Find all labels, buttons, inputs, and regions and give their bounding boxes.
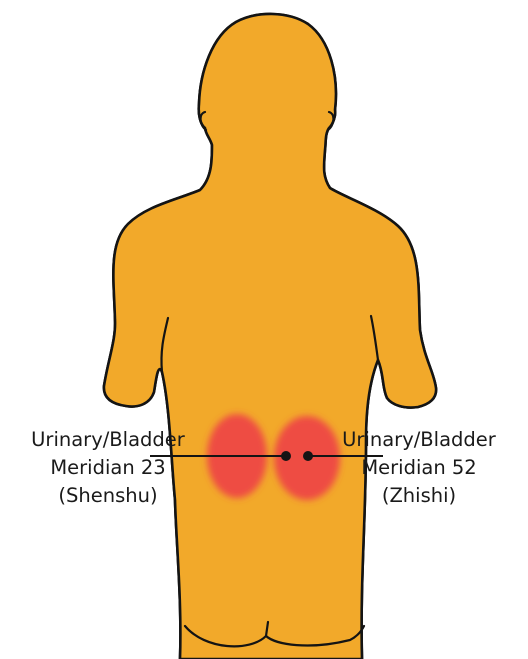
body-silhouette	[104, 14, 436, 659]
label-ub23-line1: Urinary/Bladder	[8, 426, 208, 454]
point-ub23-marker	[281, 451, 291, 461]
label-ub52-line2: Meridian 52	[318, 454, 520, 482]
label-ub52: Urinary/Bladder Meridian 52 (Zhishi)	[318, 426, 520, 510]
point-ub52-marker	[303, 451, 313, 461]
label-ub23-line2: Meridian 23	[8, 454, 208, 482]
label-ub23: Urinary/Bladder Meridian 23 (Shenshu)	[8, 426, 208, 510]
label-ub52-line1: Urinary/Bladder	[318, 426, 520, 454]
label-ub52-line3: (Zhishi)	[318, 482, 520, 510]
label-ub23-line3: (Shenshu)	[8, 482, 208, 510]
